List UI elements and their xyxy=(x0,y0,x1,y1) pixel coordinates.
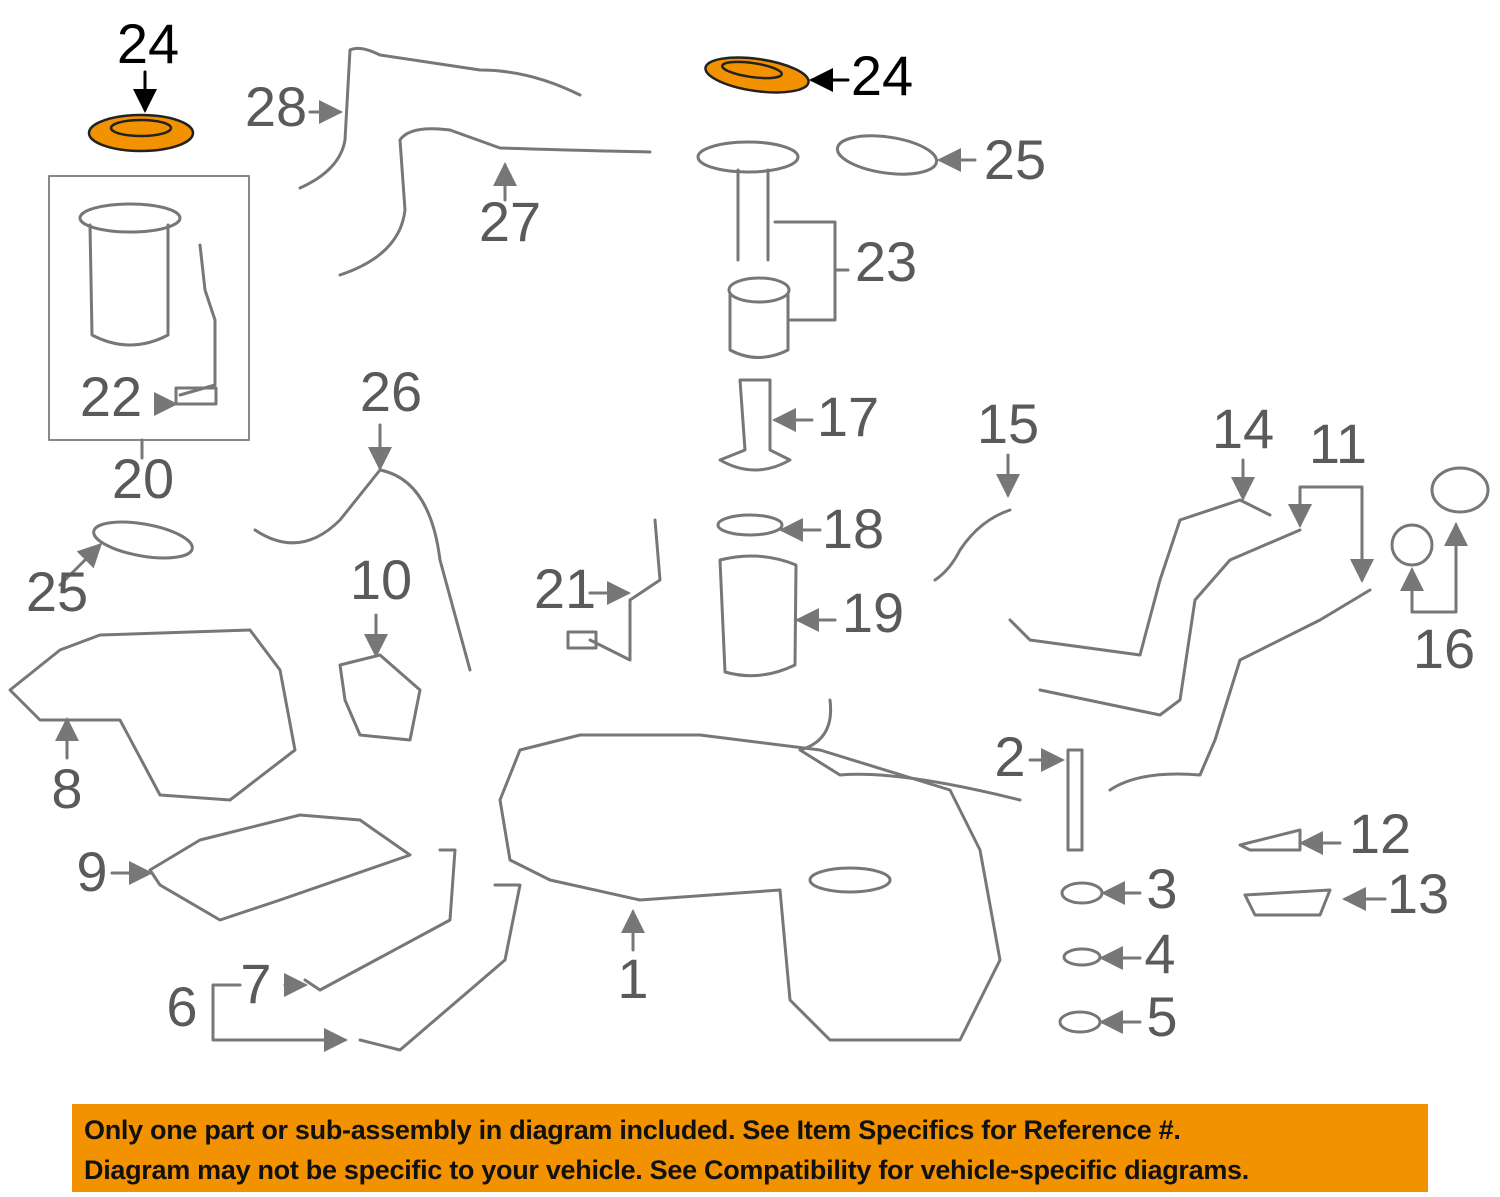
disclaimer-line-1: Only one part or sub-assembly in diagram… xyxy=(84,1115,1181,1145)
callout-13: 13 xyxy=(1386,862,1450,925)
callout-1: 1 xyxy=(617,947,649,1010)
part-20-box xyxy=(48,175,250,441)
disclaimer-banner: Only one part or sub-assembly in diagram… xyxy=(72,1104,1428,1192)
callout-2: 2 xyxy=(994,725,1026,788)
callout-23: 23 xyxy=(854,230,918,293)
disclaimer-line-2: Diagram may not be specific to your vehi… xyxy=(84,1155,1249,1185)
callout-8: 8 xyxy=(51,757,83,820)
callout-20: 20 xyxy=(111,447,175,510)
callout-27: 27 xyxy=(478,190,542,253)
callout-10: 10 xyxy=(349,548,413,611)
callout-17: 17 xyxy=(816,385,880,448)
callout-3: 3 xyxy=(1146,857,1178,920)
callout-6: 6 xyxy=(166,975,198,1038)
callout-19: 19 xyxy=(841,581,905,644)
callout-15: 15 xyxy=(976,392,1040,455)
callout-14: 14 xyxy=(1211,397,1275,460)
callout-28: 28 xyxy=(244,75,308,138)
part-24-lock-ring-left xyxy=(87,113,195,153)
callout-22: 22 xyxy=(79,365,143,428)
callout-4: 4 xyxy=(1144,922,1176,985)
callout-11: 11 xyxy=(1308,412,1368,475)
callout-24-right: 24 xyxy=(850,44,914,107)
callout-26: 26 xyxy=(359,360,423,423)
callout-25-left: 25 xyxy=(25,560,89,623)
callout-18: 18 xyxy=(821,497,885,560)
callout-16: 16 xyxy=(1412,617,1476,680)
callout-12: 12 xyxy=(1348,802,1412,865)
callout-7: 7 xyxy=(240,952,272,1015)
callout-9: 9 xyxy=(76,840,108,903)
callout-5: 5 xyxy=(1146,985,1178,1048)
callout-21: 21 xyxy=(533,557,597,620)
callout-24-left: 24 xyxy=(116,12,180,75)
part-24-lock-ring-right xyxy=(704,56,810,94)
callout-25-right: 25 xyxy=(983,128,1047,191)
